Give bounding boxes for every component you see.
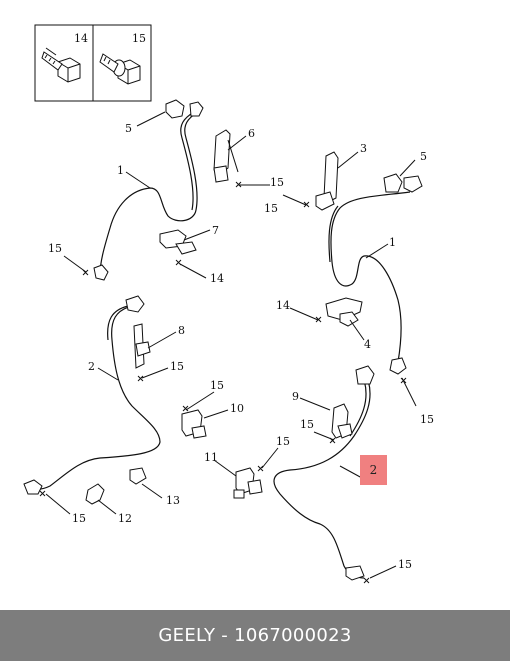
callout-3: 3: [360, 142, 367, 155]
clip-7: [159, 229, 197, 255]
fastener-label-15: 15: [132, 32, 146, 45]
callout-14: 14: [210, 272, 224, 285]
callout-10: 10: [230, 402, 244, 415]
brake-hose-1-left: [93, 99, 204, 281]
fastener-legend-box: 14 15: [34, 24, 152, 102]
brake-hose-1-right: [328, 173, 423, 375]
callout-labels: 5 6 3 5 1 15 15 7 15 14 1 14 8 4 2 15 15…: [48, 122, 434, 571]
callout-8: 8: [178, 324, 185, 337]
callout-14: 14: [276, 299, 290, 312]
callout-4: 4: [364, 338, 371, 351]
bracket-3: [315, 151, 339, 211]
bracket-8: [133, 323, 151, 369]
highlighted-callout-2: 2: [360, 455, 387, 485]
callout-15: 15: [270, 176, 284, 189]
callout-15: 15: [300, 418, 314, 431]
highlighted-callout-label: 2: [369, 463, 378, 477]
callout-5: 5: [125, 122, 132, 135]
connector-12: [85, 483, 105, 505]
brake-hose-2-right: [273, 365, 375, 581]
callout-1: 1: [389, 236, 396, 249]
bracket-6: [213, 129, 239, 183]
callout-15: 15: [420, 413, 434, 426]
callout-2: 2: [88, 360, 95, 373]
bracket-10: [181, 409, 207, 439]
callout-15: 15: [170, 360, 184, 373]
callout-12: 12: [118, 512, 132, 525]
part-number-text: GEELY - 1067000023: [158, 625, 352, 646]
callout-13: 13: [166, 494, 180, 507]
bracket-13: [129, 467, 147, 485]
callout-6: 6: [248, 127, 255, 140]
fastener-x-marks: [39, 181, 407, 584]
callout-15: 15: [264, 202, 278, 215]
callout-15: 15: [72, 512, 86, 525]
fastener-label-14: 14: [74, 32, 88, 45]
bolt-14-icon: [41, 47, 81, 83]
callout-15: 15: [48, 242, 62, 255]
callout-1: 1: [117, 164, 124, 177]
brake-hose-2-left: [23, 295, 161, 495]
callout-15: 15: [210, 379, 224, 392]
bolt-15-icon: [99, 53, 141, 85]
brake-hose-exploded-diagram: 14 15: [23, 24, 434, 584]
leader-lines: [45, 111, 417, 579]
callout-7: 7: [212, 224, 219, 237]
callout-11: 11: [204, 451, 218, 464]
part-number-footer: GEELY - 1067000023: [0, 610, 510, 661]
callout-15: 15: [276, 435, 290, 448]
callout-5: 5: [420, 150, 427, 163]
callout-15: 15: [398, 558, 412, 571]
bracket-4: [325, 297, 363, 327]
callout-9: 9: [292, 390, 299, 403]
bracket-11: [233, 467, 263, 499]
bracket-9: [331, 403, 353, 439]
